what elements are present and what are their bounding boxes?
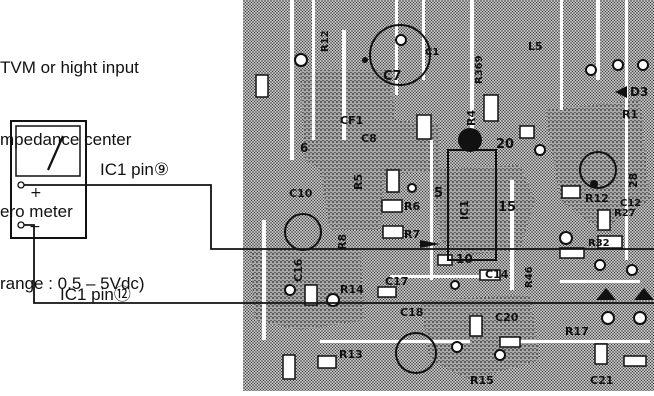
pcb-board xyxy=(243,0,654,391)
pcb-labels: C7 R12 R369 R4 20 D3 R1 C8 CF1 6 R5 R6 R… xyxy=(289,30,648,387)
meter-needle-icon xyxy=(46,135,65,171)
label-r14: R14 xyxy=(340,283,364,296)
label-r5: R5 xyxy=(352,174,365,190)
label-c12: C12 xyxy=(620,198,641,209)
label-r27: R27 xyxy=(614,208,636,219)
note-line-3: ero meter xyxy=(0,202,73,221)
label-l5: L5 xyxy=(528,40,543,53)
label-c8: C8 xyxy=(361,132,377,145)
label-r15: R15 xyxy=(470,374,494,387)
note-line-2: mpedance center xyxy=(0,130,132,149)
label-r369: R369 xyxy=(474,55,485,84)
label-r17: R17 xyxy=(565,325,589,338)
label-5: 5 xyxy=(434,186,443,201)
label-c10: C10 xyxy=(289,187,313,200)
label-15: 15 xyxy=(498,200,516,215)
note-line-1: TVM or hight input xyxy=(0,58,139,77)
probe-wire-pin12 xyxy=(24,224,654,304)
probe-wire-pin9 xyxy=(24,184,654,250)
label-28: 28 xyxy=(627,173,640,188)
label-c14: C14 xyxy=(485,268,509,281)
label-r13: R13 xyxy=(339,348,363,361)
label-cf1: CF1 xyxy=(340,114,363,127)
label-r12-top: R12 xyxy=(320,30,331,52)
probe-label-pin9: IC1 pin⑨ xyxy=(100,160,170,179)
meter: + − xyxy=(10,120,87,239)
label-c20: C20 xyxy=(495,311,519,324)
label-r46: R46 xyxy=(524,266,535,288)
label-r12: R12 xyxy=(585,192,609,205)
label-20: 20 xyxy=(496,137,514,152)
label-d3: D3 xyxy=(630,85,648,99)
label-c1: C1 xyxy=(425,47,439,58)
note-line-4: range : 0.5 – 5Vdc) xyxy=(0,274,145,293)
label-c7: C7 xyxy=(383,69,402,84)
label-ic1: IC1 xyxy=(458,200,471,220)
label-r6: R6 xyxy=(404,200,420,213)
probe-label-pin12: IC1 pin⑫ xyxy=(60,285,131,304)
label-c16: C16 xyxy=(292,258,305,282)
label-r32: R32 xyxy=(588,238,610,249)
label-r7: R7 xyxy=(404,228,420,241)
meter-plus-label: + xyxy=(30,185,42,201)
label-c18: C18 xyxy=(400,306,423,319)
label-r1: R1 xyxy=(622,108,638,121)
label-r8: R8 xyxy=(336,234,349,250)
label-10: 10 xyxy=(456,252,473,266)
instruction-note: TVM or hight input mpedance center ero m… xyxy=(0,8,145,344)
label-c21: C21 xyxy=(590,374,613,387)
label-6: 6 xyxy=(300,141,308,155)
label-r4: R4 xyxy=(465,110,478,126)
label-c17: C17 xyxy=(385,275,408,288)
probe-wires xyxy=(24,184,654,304)
